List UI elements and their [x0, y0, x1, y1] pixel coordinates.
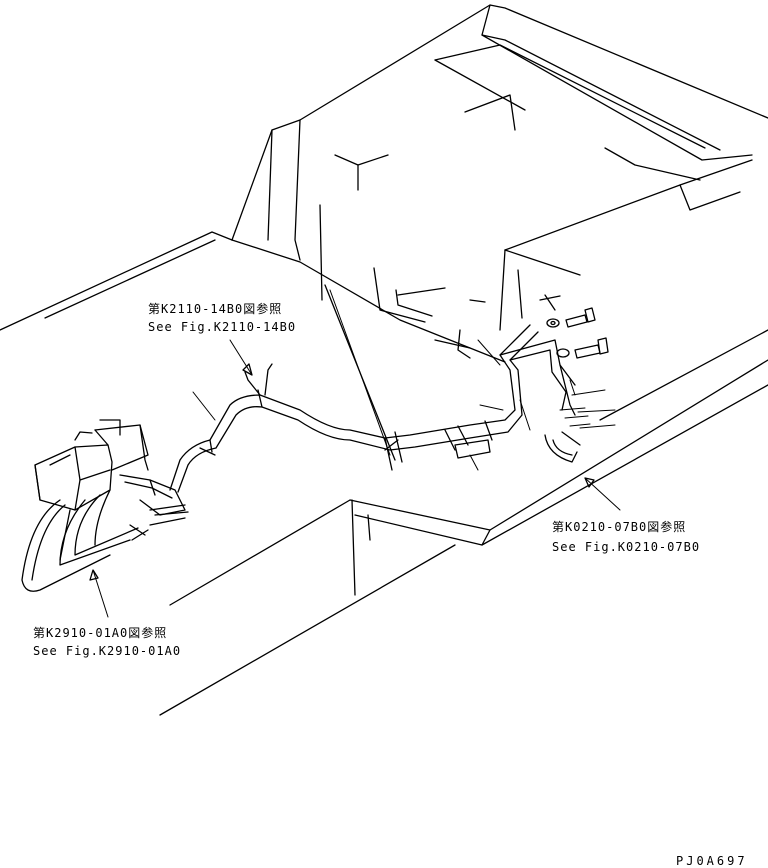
machine-body — [231, 4, 768, 363]
reference-jp-k0210: 第K0210-07B0図参照 — [552, 519, 686, 534]
reference-en-k2110: See Fig.K2110-14B0 — [148, 320, 296, 334]
reference-jp-k2110: 第K2110-14B0図参照 — [148, 301, 282, 316]
reference-en-k0210: See Fig.K0210-07B0 — [552, 540, 700, 554]
control-box — [21, 419, 189, 592]
reference-en-k2910: See Fig.K2910-01A0 — [33, 644, 181, 658]
wiring-harness — [169, 324, 581, 493]
reference-jp-k2910: 第K2910-01A0図参照 — [33, 625, 167, 640]
reference-label-k2110: 第K2110-14B0図参照 See Fig.K2110-14B0 — [148, 301, 296, 334]
reference-label-k2910: 第K2910-01A0図参照 See Fig.K2910-01A0 — [33, 625, 181, 658]
drawing-code: PJ0A697 — [676, 854, 748, 868]
reference-label-k0210: 第K0210-07B0図参照 See Fig.K0210-07B0 — [552, 519, 700, 554]
bolts-and-washers — [539, 294, 609, 359]
callout-lines — [89, 289, 621, 618]
floor-outline — [0, 231, 768, 716]
